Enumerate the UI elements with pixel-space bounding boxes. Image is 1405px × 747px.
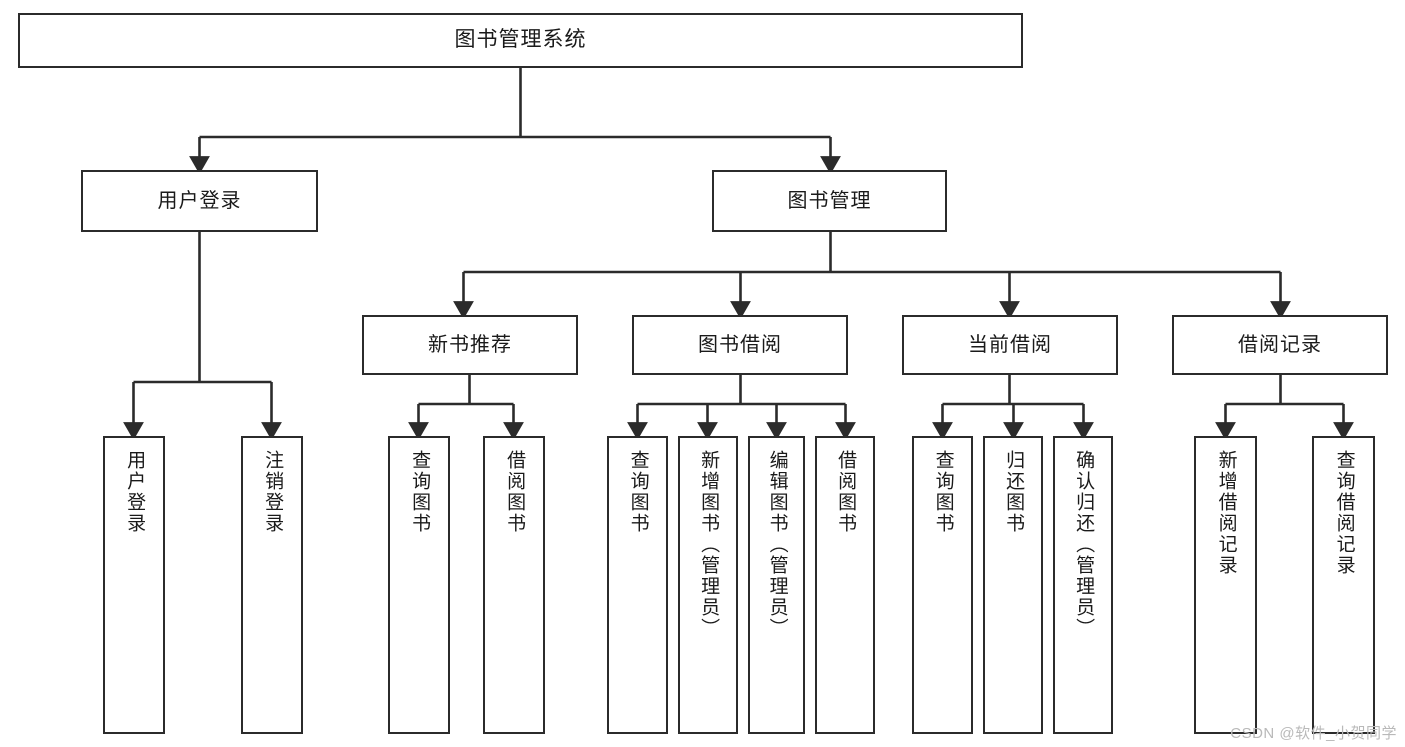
node-label: 图书管理 (787, 189, 872, 212)
node-label: 查询图书 (409, 450, 431, 534)
node-new-book-recommend[interactable]: 新书推荐 (362, 315, 578, 375)
node-label: 借阅记录 (1238, 333, 1322, 356)
node-label: 确认归还（管理员） (1073, 450, 1095, 639)
node-leaf-borrow-book-recommend[interactable]: 借阅图书 (483, 436, 545, 734)
edges-root-to-level1 (189, 68, 841, 175)
edges-newbook-to-leaves (408, 375, 524, 441)
node-label: 归还图书 (1003, 450, 1025, 534)
node-current-borrow[interactable]: 当前借阅 (902, 315, 1118, 375)
edges-userlogin-to-leaves (123, 232, 282, 441)
csdn-watermark: CSDN @软件_小贺同学 (1230, 725, 1397, 742)
node-leaf-query-book-recommend[interactable]: 查询图书 (388, 436, 450, 734)
node-label: 当前借阅 (968, 333, 1052, 356)
node-borrow-record[interactable]: 借阅记录 (1172, 315, 1388, 375)
node-leaf-query-book-current[interactable]: 查询图书 (912, 436, 973, 734)
node-label: 注销登录 (262, 450, 284, 534)
node-leaf-query-borrow-record[interactable]: 查询借阅记录 (1312, 436, 1375, 734)
node-book-borrow[interactable]: 图书借阅 (632, 315, 848, 375)
node-label: 查询图书 (627, 450, 649, 534)
edges-currentborrow-to-leaves (932, 375, 1094, 441)
node-leaf-return-book[interactable]: 归还图书 (983, 436, 1043, 734)
node-label: 用户登录 (124, 450, 146, 534)
node-label: 新增借阅记录 (1215, 450, 1237, 576)
node-label: 查询图书 (932, 450, 954, 534)
node-leaf-query-book-borrow[interactable]: 查询图书 (607, 436, 668, 734)
node-leaf-confirm-return[interactable]: 确认归还（管理员） (1053, 436, 1113, 734)
node-root-system[interactable]: 图书管理系统 (18, 13, 1023, 68)
node-leaf-logout[interactable]: 注销登录 (241, 436, 303, 734)
node-label: 新增图书（管理员） (698, 450, 720, 639)
node-label: 用户登录 (157, 189, 242, 212)
node-leaf-borrow-book[interactable]: 借阅图书 (815, 436, 875, 734)
node-label: 借阅图书 (835, 450, 857, 534)
node-label: 借阅图书 (504, 450, 526, 534)
node-book-manage[interactable]: 图书管理 (712, 170, 947, 232)
node-label: 编辑图书（管理员） (766, 450, 788, 639)
node-label: 图书借阅 (698, 333, 782, 356)
node-user-login[interactable]: 用户登录 (81, 170, 318, 232)
node-label: 图书管理系统 (454, 28, 587, 52)
node-label: 新书推荐 (428, 333, 512, 356)
node-leaf-add-borrow-record[interactable]: 新增借阅记录 (1194, 436, 1257, 734)
edges-bookmanage-to-level2 (453, 232, 1291, 320)
node-leaf-user-login[interactable]: 用户登录 (103, 436, 165, 734)
node-leaf-add-book[interactable]: 新增图书（管理员） (678, 436, 738, 734)
node-label: 查询借阅记录 (1333, 450, 1355, 576)
edges-bookborrow-to-leaves (627, 375, 856, 441)
node-leaf-edit-book[interactable]: 编辑图书（管理员） (748, 436, 805, 734)
edges-borrowrecord-to-leaves (1215, 375, 1354, 441)
